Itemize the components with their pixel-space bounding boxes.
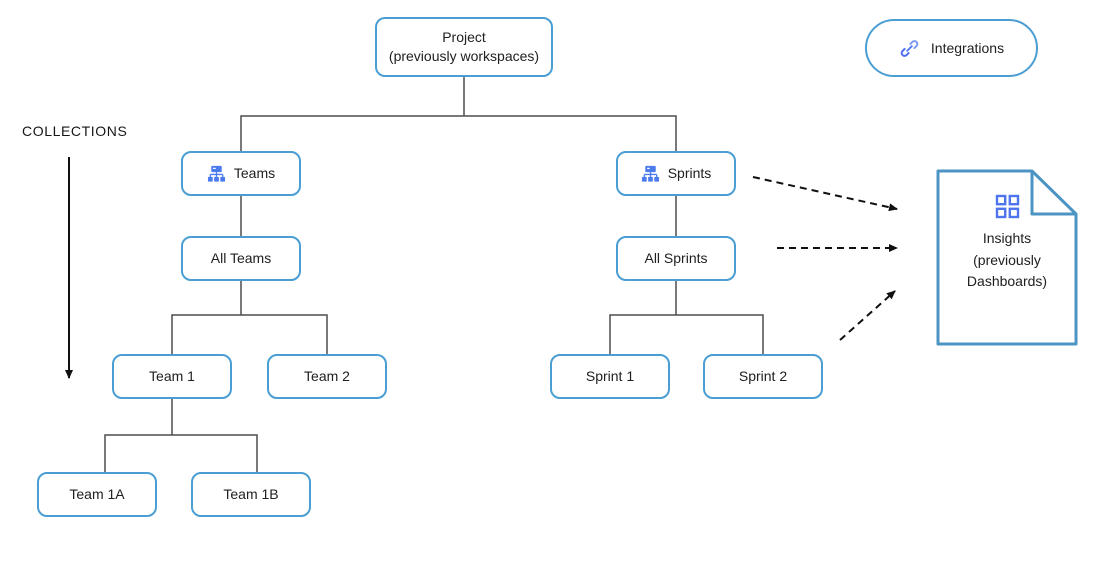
node-sprint-1: Sprint 1	[550, 354, 670, 399]
tree-connector-lines	[104, 77, 764, 472]
project-subtitle: (previously workspaces)	[388, 48, 540, 64]
org-chart-icon	[207, 165, 226, 183]
arrow-sprints-to-insights	[752, 176, 898, 212]
team-1-label: Team 1	[149, 368, 195, 385]
collections-label: COLLECTIONS	[22, 123, 128, 139]
node-project: Project (previously workspaces)	[375, 17, 553, 77]
link-icon	[899, 38, 920, 59]
integrations-label: Integrations	[930, 39, 1005, 56]
sprint-2-label: Sprint 2	[738, 368, 788, 385]
sprint-1-label: Sprint 1	[585, 368, 635, 385]
node-team-1: Team 1	[112, 354, 232, 399]
node-team-1b: Team 1B	[191, 472, 311, 517]
node-integrations: Integrations	[865, 19, 1038, 77]
node-all-sprints: All Sprints	[616, 236, 736, 281]
all-sprints-label: All Sprints	[644, 250, 708, 267]
team-2-label: Team 2	[304, 368, 350, 385]
org-chart-icon	[641, 165, 660, 183]
dashboard-grid-icon	[995, 194, 1020, 219]
project-title: Project	[442, 29, 486, 46]
insights-subtitle-line2: Dashboards)	[966, 273, 1048, 290]
arrow-sprint2-to-insights	[839, 290, 896, 341]
node-all-teams: All Teams	[181, 236, 301, 281]
insights-title: Insights	[982, 230, 1032, 246]
insights-document-shape	[936, 169, 1078, 346]
node-sprint-2: Sprint 2	[703, 354, 823, 399]
sprints-label: Sprints	[667, 165, 712, 182]
team-1b-label: Team 1B	[223, 486, 279, 503]
node-teams: Teams	[181, 151, 301, 196]
all-teams-label: All Teams	[210, 250, 272, 267]
insights-subtitle-line1: (previously	[973, 251, 1041, 268]
dashed-arrows-to-insights	[752, 176, 898, 341]
teams-label: Teams	[233, 165, 276, 182]
node-sprints: Sprints	[616, 151, 736, 196]
node-team-1a: Team 1A	[37, 472, 157, 517]
insights-document: Insights (previously Dashboards)	[938, 194, 1076, 293]
team-1a-label: Team 1A	[69, 486, 125, 503]
node-team-2: Team 2	[267, 354, 387, 399]
